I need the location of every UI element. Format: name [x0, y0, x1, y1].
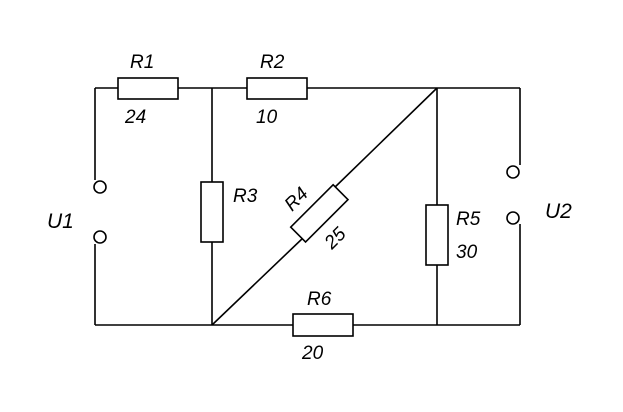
label-r3-name: R3	[233, 186, 258, 207]
terminal-u2-top	[506, 165, 520, 179]
resistor-r2	[246, 77, 308, 100]
resistor-r6	[292, 313, 354, 337]
label-u1: U1	[47, 210, 74, 233]
wire-r4-lower	[211, 236, 305, 326]
label-r5-value: 30	[456, 242, 478, 263]
label-u2: U2	[545, 200, 572, 223]
resistor-r3	[200, 181, 224, 243]
label-r2-name: R2	[260, 52, 285, 73]
wires	[94, 87, 521, 326]
terminal-u2-bottom	[506, 211, 520, 225]
resistor-r1	[117, 77, 179, 100]
label-r5-name: R5	[456, 209, 481, 230]
label-r1-name: R1	[130, 52, 154, 73]
resistor-r4	[289, 183, 350, 244]
label-r6-name: R6	[307, 289, 332, 310]
label-r6-value: 20	[301, 343, 324, 364]
label-r4-value: 25	[320, 223, 351, 254]
terminal-u1-top	[93, 180, 107, 194]
label-r1-value: 24	[124, 107, 146, 128]
wire-r4-upper	[331, 87, 438, 191]
label-r2-value: 10	[256, 107, 278, 128]
resistor-r5	[425, 204, 449, 266]
terminal-u1-bottom	[93, 230, 107, 244]
